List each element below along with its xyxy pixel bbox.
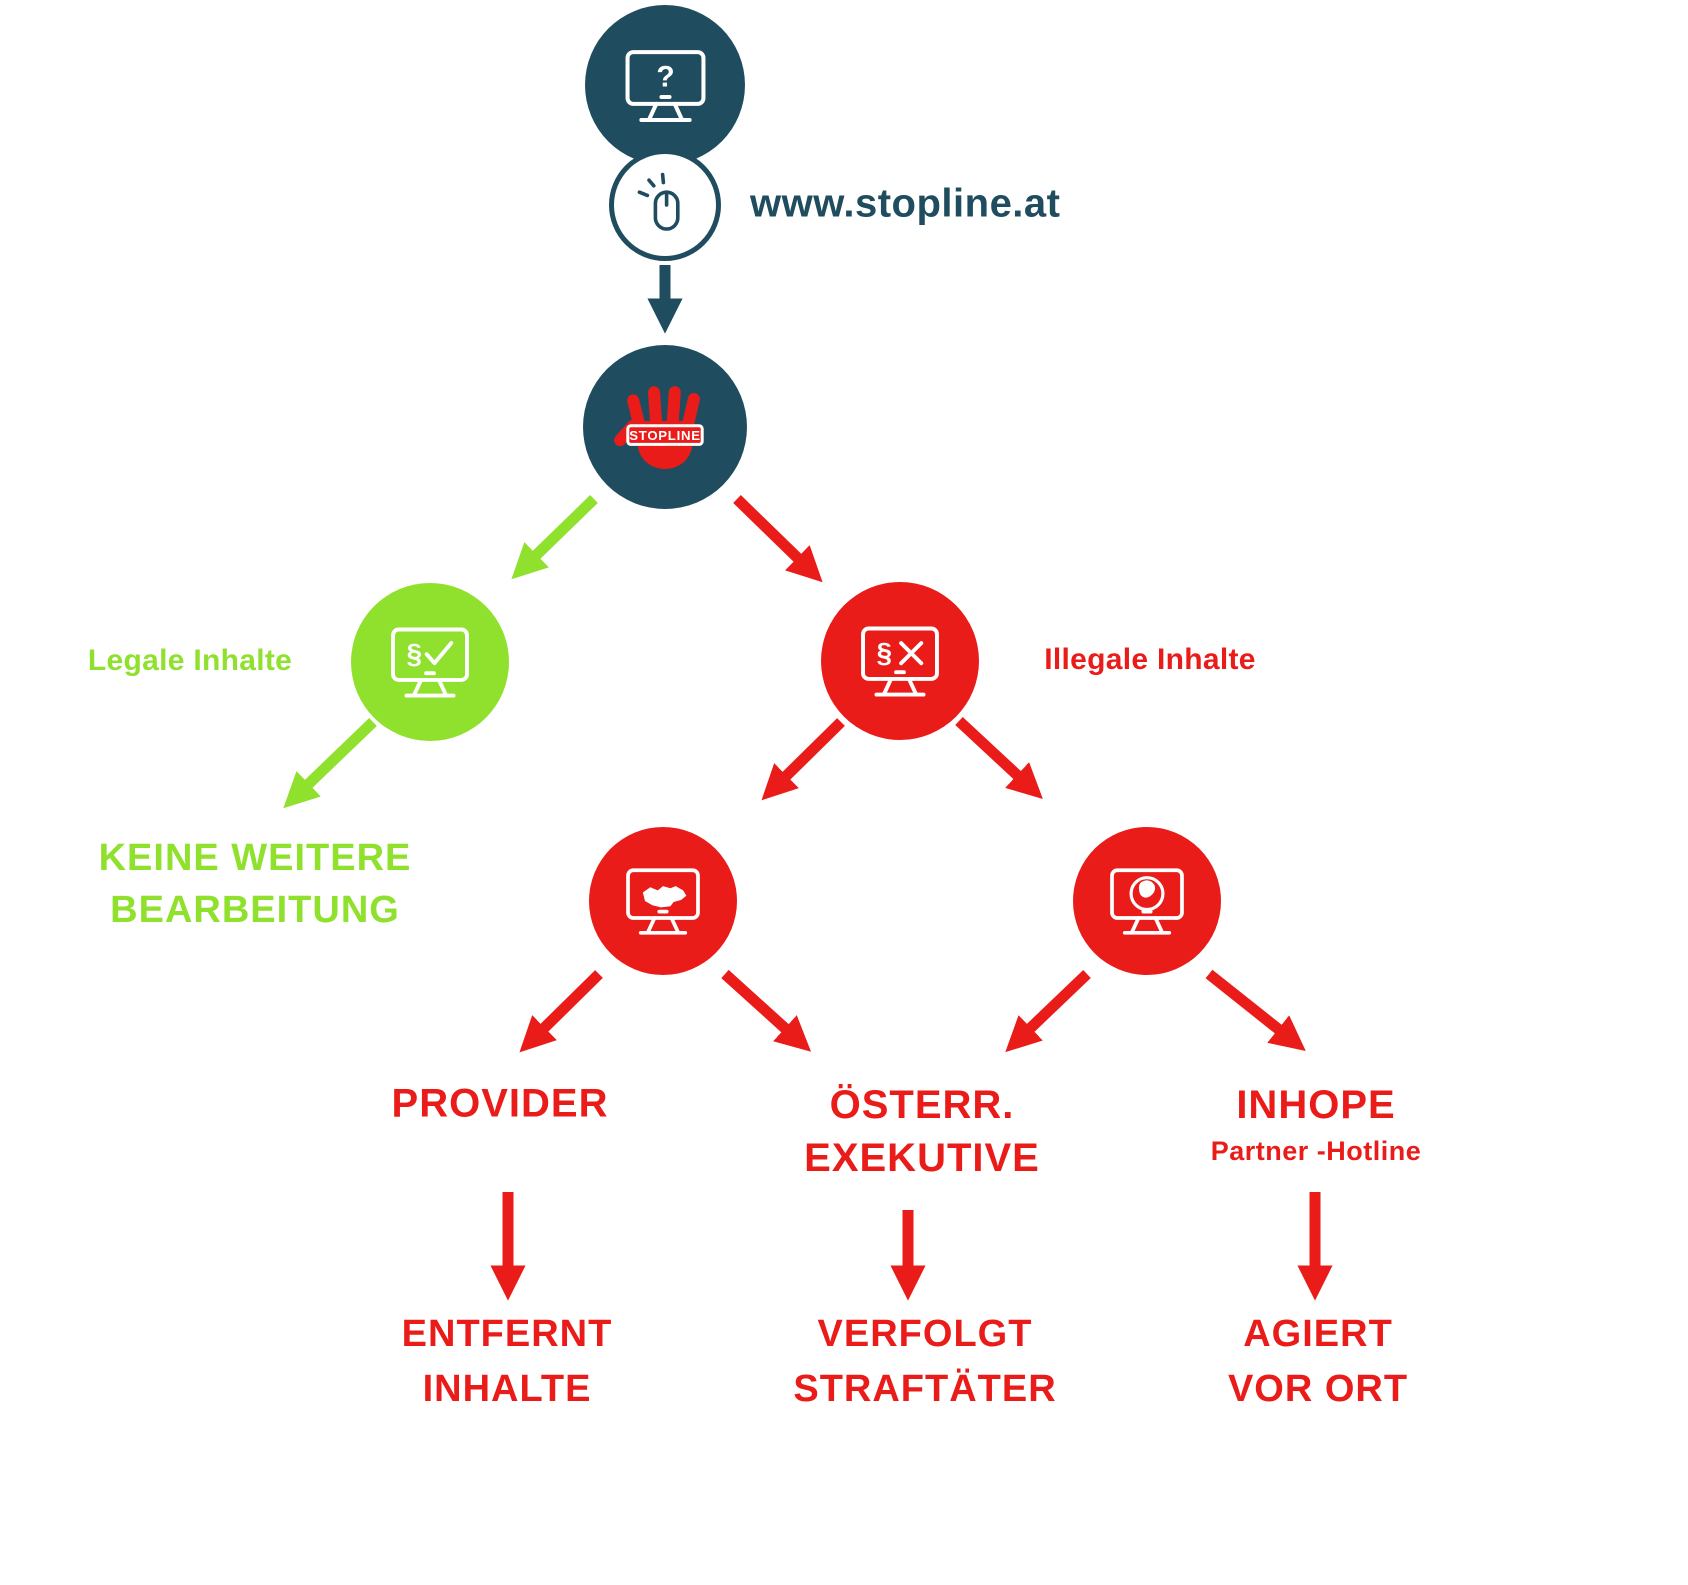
arrow-globe-to-inhope — [1205, 969, 1306, 1051]
node-international — [1073, 827, 1221, 975]
inhope-result: AGIERT VOR ORT — [1228, 1307, 1408, 1417]
provider-result-line1: ENTFERNT — [401, 1313, 613, 1355]
node-mouse-click — [609, 149, 721, 261]
inhope-title-block: INHOPE Partner -Hotline — [1211, 1080, 1422, 1172]
node-reporter: ? — [585, 5, 745, 165]
url-label: www.stopline.at — [750, 181, 1061, 226]
arrow-legal-to-outcome — [283, 718, 377, 809]
node-austria — [589, 827, 737, 975]
arrow-stopline-to-illegal — [733, 495, 823, 583]
arrow-austria-to-executive — [721, 969, 812, 1052]
executive-result: VERFOLGT STRAFTÄTER — [793, 1307, 1056, 1417]
monitor-question-icon: ? — [625, 49, 705, 122]
arrow-globe-to-executive — [1005, 970, 1091, 1053]
monitor-austria-map-icon — [626, 868, 700, 935]
provider-result-line2: INHALTE — [422, 1368, 592, 1410]
arrow-austria-to-provider — [519, 970, 603, 1053]
paragraph-glyph: § — [877, 637, 893, 668]
executive-title-line1: ÖSTERR. — [829, 1083, 1015, 1127]
node-illegal-content: § — [821, 582, 979, 740]
arrow-stopline-to-legal — [511, 495, 598, 580]
legal-outcome: KEINE WEITERE BEARBEITUNG — [99, 832, 412, 936]
arrow-illegal-to-austria — [761, 718, 845, 801]
inhope-title: INHOPE — [1236, 1083, 1396, 1127]
illegal-label: Illegale Inhalte — [1044, 643, 1256, 676]
inhope-result-line1: AGIERT — [1243, 1313, 1393, 1355]
executive-title-line2: EXEKUTIVE — [804, 1136, 1040, 1180]
inhope-subtitle: Partner -Hotline — [1210, 1136, 1422, 1166]
paragraph-glyph: § — [407, 638, 423, 669]
legal-outcome-line2: BEARBEITUNG — [110, 889, 400, 931]
legal-outcome-line1: KEINE WEITERE — [98, 837, 412, 879]
monitor-globe-icon — [1110, 868, 1184, 935]
provider-title: PROVIDER — [391, 1081, 609, 1126]
legal-label: Legale Inhalte — [87, 644, 293, 677]
provider-result: ENTFERNT INHALTE — [402, 1307, 613, 1417]
inhope-result-line2: VOR ORT — [1227, 1368, 1409, 1410]
monitor-paragraph-check-icon: § — [391, 627, 469, 698]
question-glyph: ? — [656, 60, 674, 93]
stop-hand-icon: STOPLINE — [614, 386, 704, 469]
executive-result-line2: STRAFTÄTER — [793, 1368, 1057, 1410]
stopline-logo-text: STOPLINE — [629, 428, 700, 443]
arrow-illegal-to-globe — [955, 716, 1043, 799]
executive-result-line1: VERFOLGT — [817, 1313, 1033, 1355]
executive-title: ÖSTERR. EXEKUTIVE — [804, 1079, 1040, 1185]
node-legal-content: § — [351, 583, 509, 741]
node-stopline: STOPLINE — [583, 345, 747, 509]
monitor-paragraph-x-icon: § — [861, 626, 939, 697]
mouse-click-icon — [637, 172, 680, 231]
